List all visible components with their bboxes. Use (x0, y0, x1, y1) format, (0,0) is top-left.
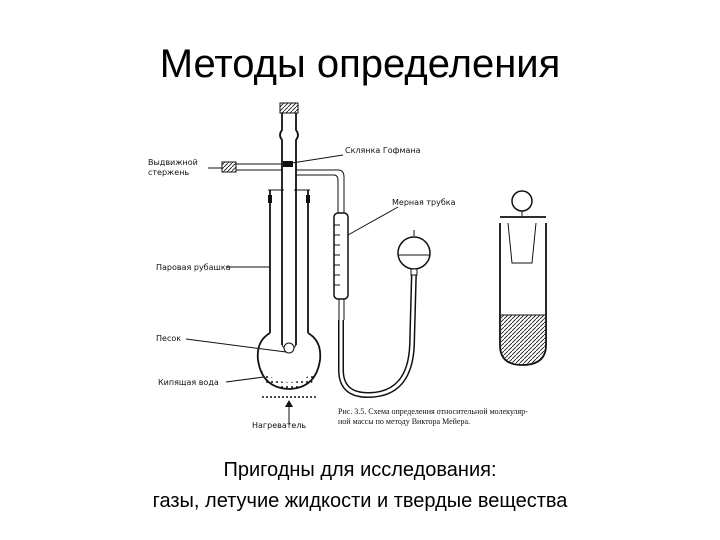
label-sand: Песок (156, 334, 181, 343)
test-tube (499, 190, 547, 366)
subtitle-line-2: газы, летучие жидкости и твердые веществ… (152, 490, 568, 512)
figure-caption: Рис. 3.5. Схема определения относительно… (338, 407, 528, 426)
heater (262, 396, 318, 425)
label-steam-jacket: Паровая рубашка (156, 263, 231, 272)
leveling-bulb (397, 230, 431, 276)
rubber-hose (338, 270, 417, 399)
labels: Выдвижной стержень Склянка Гофмана Мерна… (148, 146, 456, 430)
sliding-rod (221, 161, 293, 173)
label-sliding-rod-1: Выдвижной (148, 158, 198, 167)
boiling-flask (256, 332, 322, 390)
caption-line-1: Рис. 3.5. Схема определения относительно… (338, 407, 528, 416)
side-outlet (296, 169, 345, 213)
victor-meyer-apparatus-diagram: Выдвижной стержень Склянка Гофмана Мерна… (148, 102, 547, 430)
caption-line-2: ной массы по методу Виктора Мейера. (338, 417, 470, 426)
inner-tube (279, 113, 299, 352)
label-heater: Нагреватель (252, 421, 306, 430)
label-sliding-rod-2: стержень (148, 168, 189, 177)
subtitle-line-1: Пригодны для исследования: (223, 459, 497, 481)
label-hofmann-flask: Склянка Гофмана (345, 146, 421, 155)
label-boiling-water: Кипящая вода (158, 378, 219, 387)
label-measuring-tube: Мерная трубка (392, 198, 456, 207)
slide-title: Методы определения (159, 42, 561, 86)
top-stopper (279, 102, 299, 114)
measuring-tube (333, 212, 349, 320)
steam-jacket (268, 189, 310, 333)
